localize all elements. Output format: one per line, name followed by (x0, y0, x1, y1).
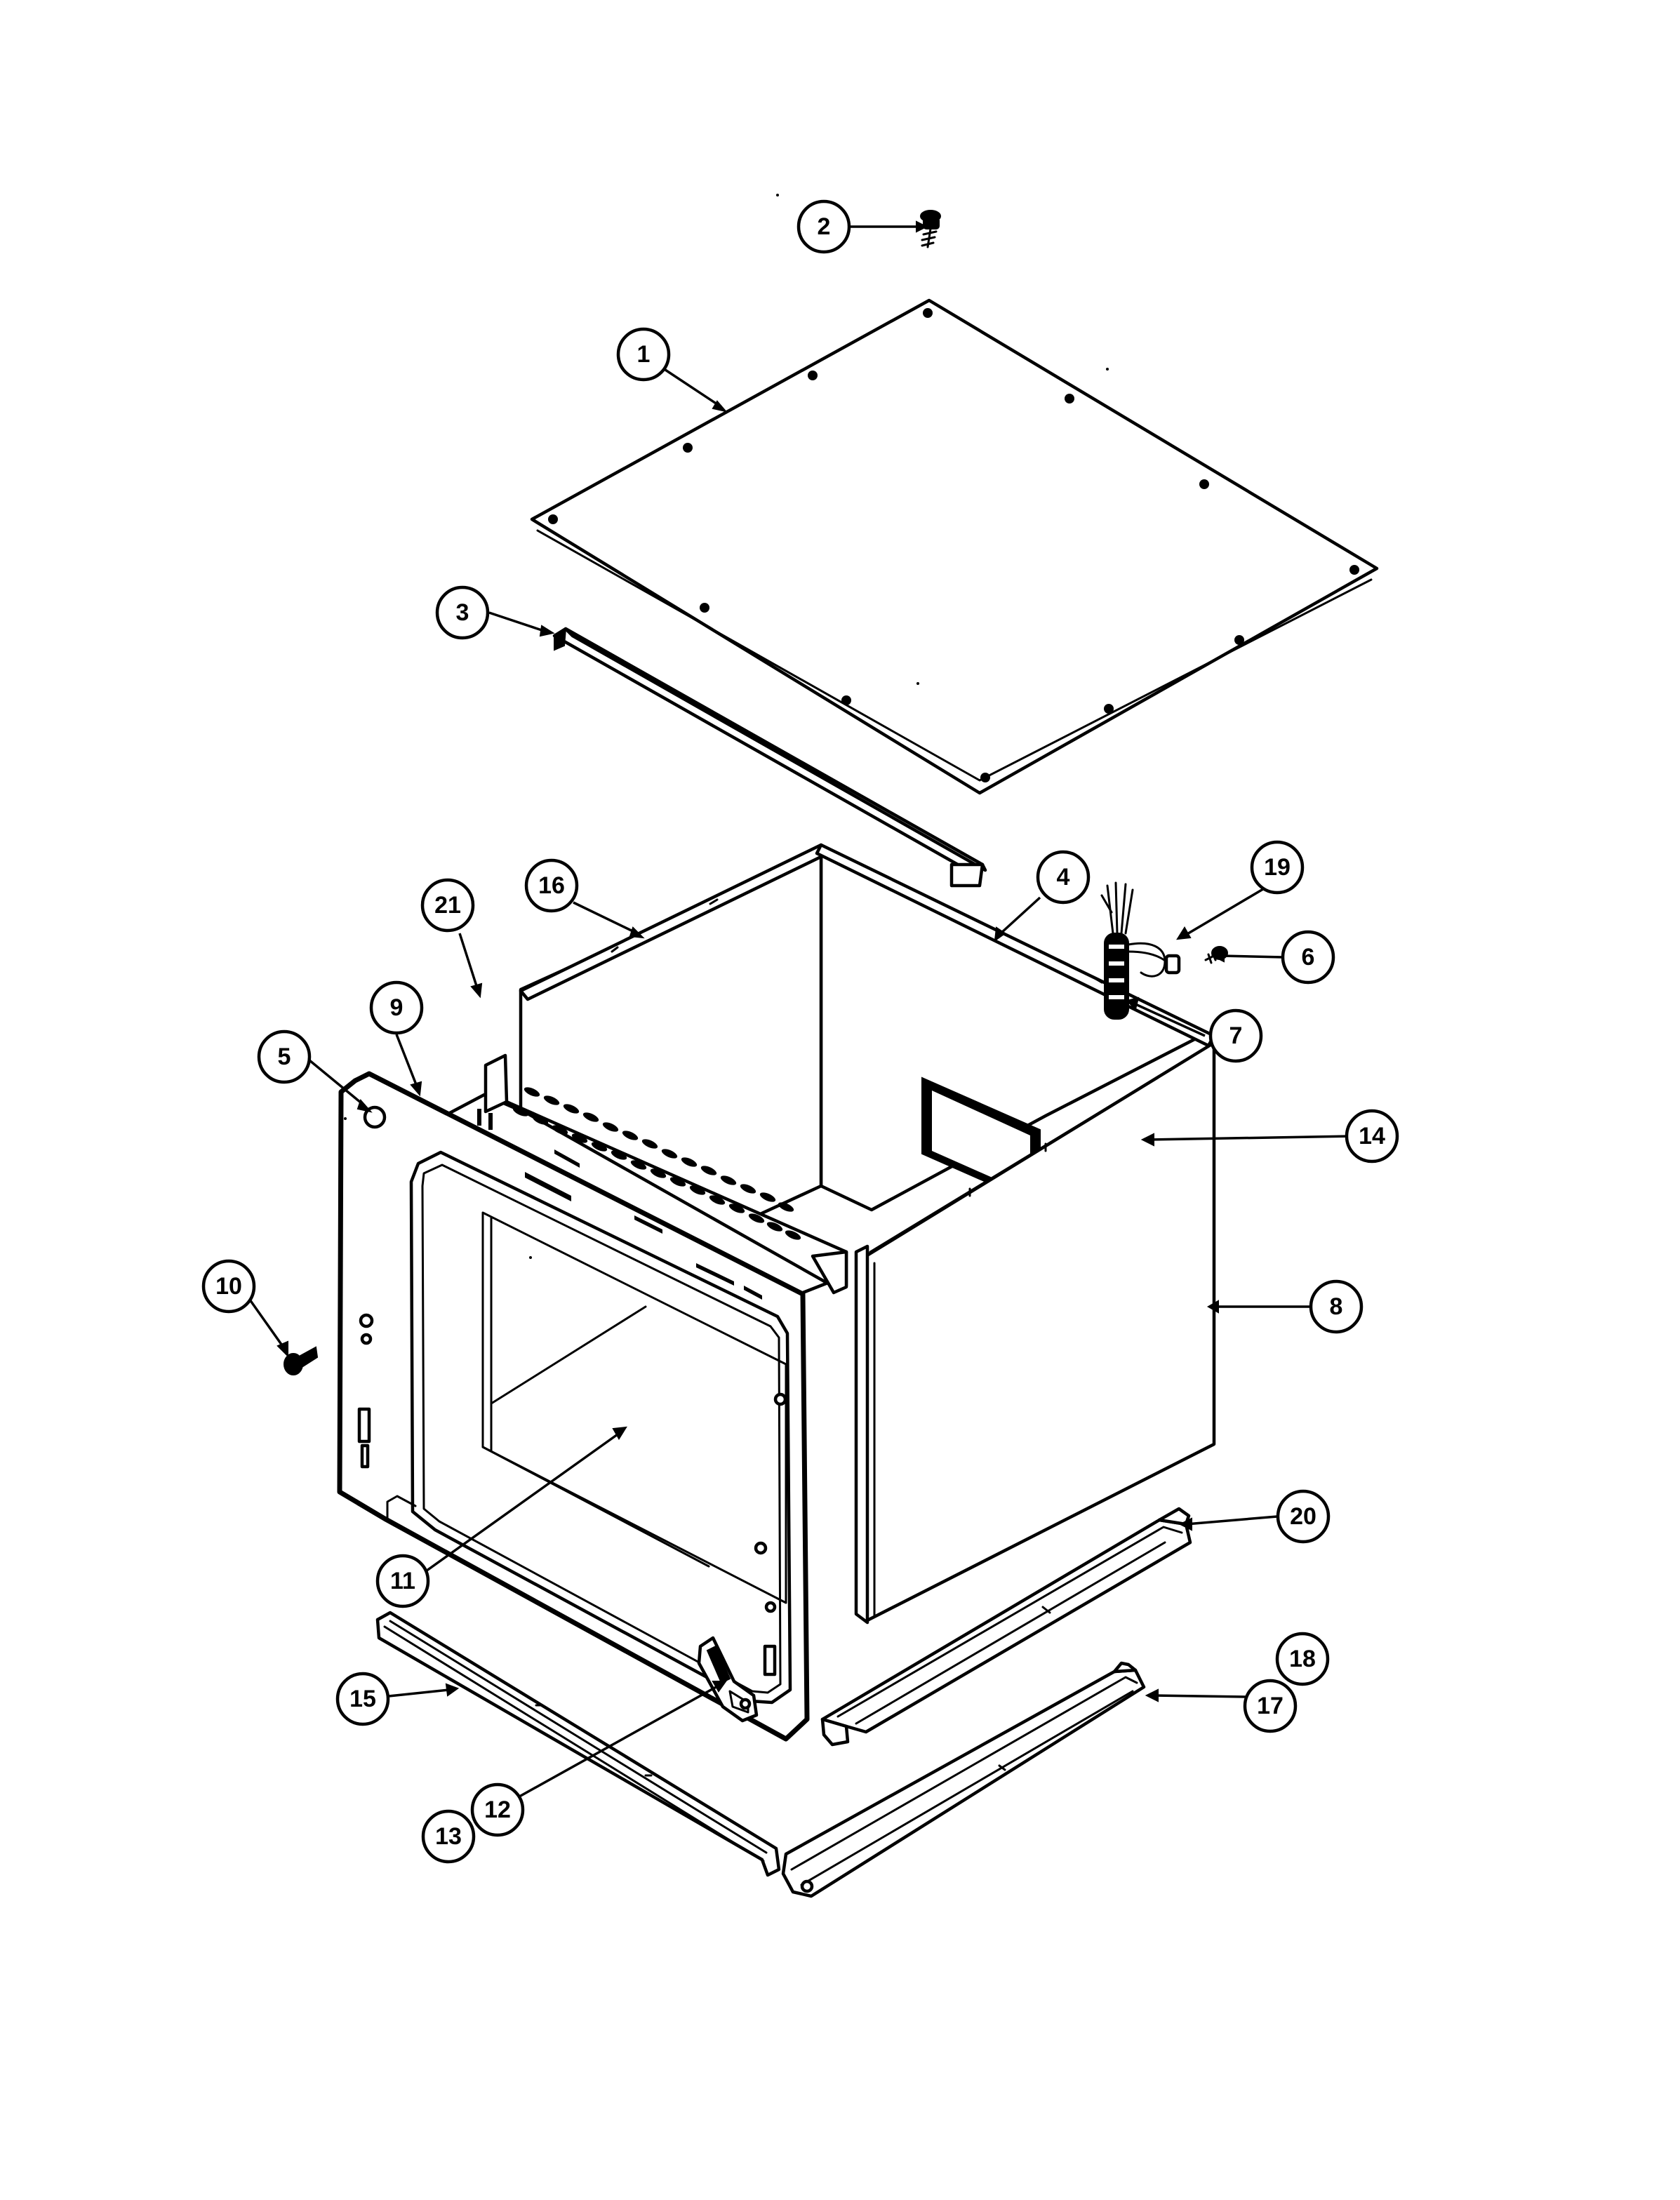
svg-text:4: 4 (1057, 864, 1070, 891)
callout-17: 17 (1243, 1679, 1298, 1733)
svg-text:5: 5 (278, 1044, 291, 1070)
callout-3: 3 (435, 585, 490, 640)
svg-text:1: 1 (637, 341, 651, 368)
svg-text:11: 11 (390, 1568, 415, 1594)
callout-7: 7 (1208, 1008, 1263, 1063)
svg-text:10: 10 (215, 1273, 242, 1300)
svg-text:16: 16 (538, 872, 565, 899)
callout-12: 12 (470, 1782, 525, 1837)
svg-text:15: 15 (349, 1686, 376, 1712)
callout-10: 10 (201, 1259, 256, 1314)
svg-text:18: 18 (1289, 1646, 1316, 1672)
svg-text:19: 19 (1264, 854, 1291, 881)
svg-text:14: 14 (1359, 1123, 1385, 1149)
callout-14: 14 (1345, 1109, 1399, 1164)
part-19-wire-bundle (1100, 881, 1181, 978)
svg-text:12: 12 (484, 1796, 511, 1823)
svg-text:13: 13 (435, 1823, 462, 1850)
leader-lines (245, 220, 1354, 1801)
callouts: 1 2 3 4 5 6 7 8 9 10 11 12 13 14 15 16 1… (201, 199, 1399, 1864)
callout-9: 9 (369, 980, 424, 1035)
callout-16: 16 (524, 858, 579, 913)
part-17-right-rail (781, 1661, 1146, 1898)
callout-15: 15 (335, 1672, 390, 1726)
callout-21: 21 (420, 878, 475, 933)
callout-2: 2 (796, 199, 851, 254)
svg-text:2: 2 (818, 213, 831, 240)
callout-18: 18 (1275, 1632, 1330, 1686)
part-15-left-rail (375, 1611, 781, 1877)
scan-specks (344, 194, 1109, 1259)
part-7-terminal-block (1104, 933, 1129, 1020)
part-3-trim-strip (552, 627, 987, 888)
part-10-screw (284, 1346, 319, 1375)
part-9-front-frame (337, 1071, 810, 1742)
callout-4: 4 (1036, 850, 1091, 905)
svg-text:3: 3 (456, 599, 469, 626)
svg-text:17: 17 (1257, 1693, 1284, 1719)
callout-13: 13 (421, 1809, 476, 1864)
svg-text:7: 7 (1229, 1022, 1243, 1049)
part-1-top-panel (530, 298, 1379, 795)
svg-text:20: 20 (1290, 1503, 1316, 1530)
svg-text:6: 6 (1302, 944, 1315, 971)
callout-1: 1 (616, 327, 671, 382)
part-2-screw (920, 210, 941, 248)
callout-20: 20 (1276, 1489, 1331, 1544)
svg-text:8: 8 (1330, 1293, 1343, 1320)
part-21-vent-bracket (432, 1053, 848, 1298)
svg-text:21: 21 (434, 892, 461, 919)
callout-8: 8 (1309, 1279, 1364, 1334)
callout-5: 5 (257, 1029, 312, 1084)
svg-text:9: 9 (390, 994, 404, 1021)
callout-6: 6 (1281, 930, 1335, 985)
part-20-lower-rail (820, 1507, 1192, 1747)
callout-11: 11 (375, 1554, 430, 1608)
part-12-hinge (697, 1636, 759, 1723)
callout-19: 19 (1250, 840, 1305, 895)
